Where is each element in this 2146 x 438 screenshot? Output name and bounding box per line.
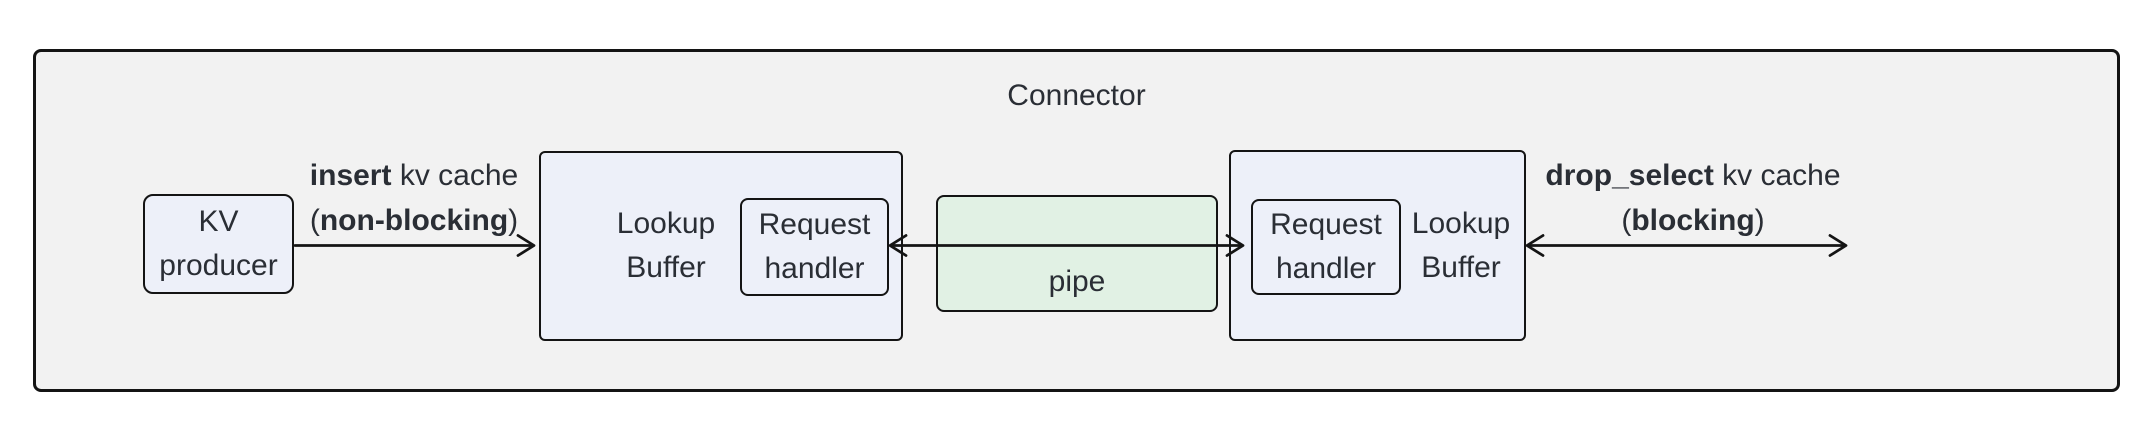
request-left-line1: Request [758,208,871,241]
drop-select-edge-label-line2: (blocking) [1523,198,1863,243]
lookup-buffer-left-node: Lookup Buffer Request handler [539,151,903,341]
request-right-line2: handler [1275,252,1377,285]
insert-edge-label-line1: insert kv cache [244,153,584,198]
request-right-line1: Request [1270,208,1382,241]
drop-select-edge-label: drop_select kv cache (blocking) [1523,153,1863,243]
paren-open: ( [309,204,320,237]
pipe-node: pipe [936,195,1218,312]
lookup-left-line1: Lookup [616,207,716,240]
lookup-left-line2: Buffer [626,251,706,284]
drop-select-edge-label-line1: drop_select kv cache [1523,153,1863,198]
pipe-label: pipe [1048,265,1106,298]
lookup-right-line2: Buffer [1421,250,1501,284]
insert-label-rest: kv cache [391,159,519,192]
lookup-buffer-right-label: Lookup Buffer [1400,152,1522,339]
insert-keyword: insert [309,159,392,192]
request-handler-right-node: Request handler [1251,199,1401,295]
drop-select-keyword: drop_select [1545,159,1714,192]
connector-title: Connector [1007,79,1146,112]
insert-edge-label-line2: (non-blocking) [244,198,584,243]
insert-edge-label: insert kv cache (non-blocking) [244,153,584,243]
lookup-right-line1: Lookup [1411,206,1511,240]
non-blocking-keyword: non-blocking [319,204,509,237]
request-handler-left-node: Request handler [740,198,889,296]
paren-open: ( [1621,204,1632,237]
paren-close: ) [508,204,519,237]
lookup-buffer-left-label: Lookup Buffer [571,153,761,339]
blocking-keyword: blocking [1631,204,1755,237]
request-left-line2: handler [764,252,865,285]
paren-close: ) [1754,204,1765,237]
kv-producer-label-line1: KV [198,205,239,238]
lookup-buffer-right-node: Request handler Lookup Buffer [1229,150,1526,341]
drop-select-label-rest: kv cache [1713,159,1841,192]
kv-producer-label-line2: producer [159,249,278,282]
kv-producer-node: KV producer [143,194,294,294]
